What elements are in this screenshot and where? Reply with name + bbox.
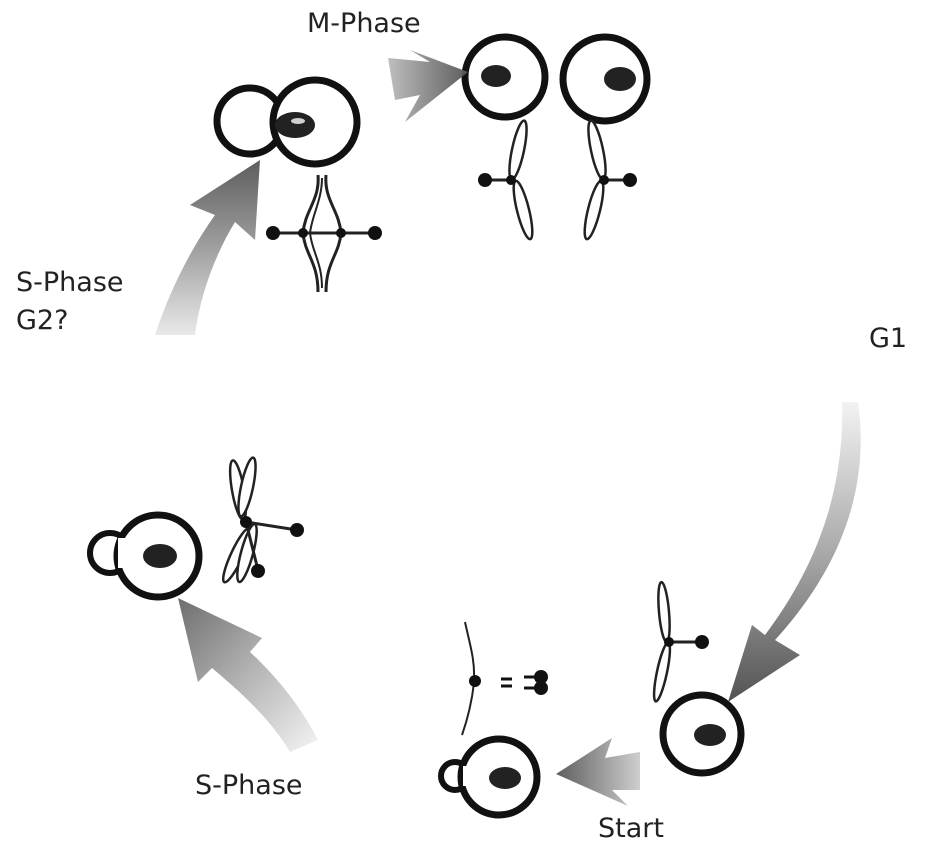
budding-cell-bottom [441, 739, 537, 815]
arrow-s-phase [178, 598, 318, 752]
chromosome-bottom-right [651, 582, 709, 703]
daughter-cells-top-right [465, 37, 647, 121]
nucleus [489, 767, 521, 789]
replicated-chromosome-top-left [266, 175, 382, 292]
label-s-phase: S-Phase [195, 770, 303, 802]
label-start: Start [598, 813, 664, 845]
label-s-phase-g2-line2: G2? [16, 305, 68, 337]
g1-cell-bottom-right [663, 695, 741, 773]
nucleus [694, 724, 726, 746]
nucleus [275, 112, 315, 138]
arrow-m-phase [388, 50, 468, 122]
arrow-start [556, 738, 640, 806]
label-m-phase: M-Phase [307, 8, 421, 40]
label-s-phase-g2-line1: S-Phase [16, 267, 124, 299]
label-g1: G1 [869, 323, 907, 355]
budding-cell-top-left [217, 80, 357, 164]
budding-cell-left [90, 515, 199, 597]
nucleus [143, 544, 177, 568]
arrow-g1 [728, 402, 861, 702]
separated-chromosomes-top-right [478, 119, 637, 240]
replicated-chromosome-left [219, 456, 304, 584]
arrow-s-phase-g2 [155, 160, 260, 335]
chromosome-start [462, 622, 548, 735]
